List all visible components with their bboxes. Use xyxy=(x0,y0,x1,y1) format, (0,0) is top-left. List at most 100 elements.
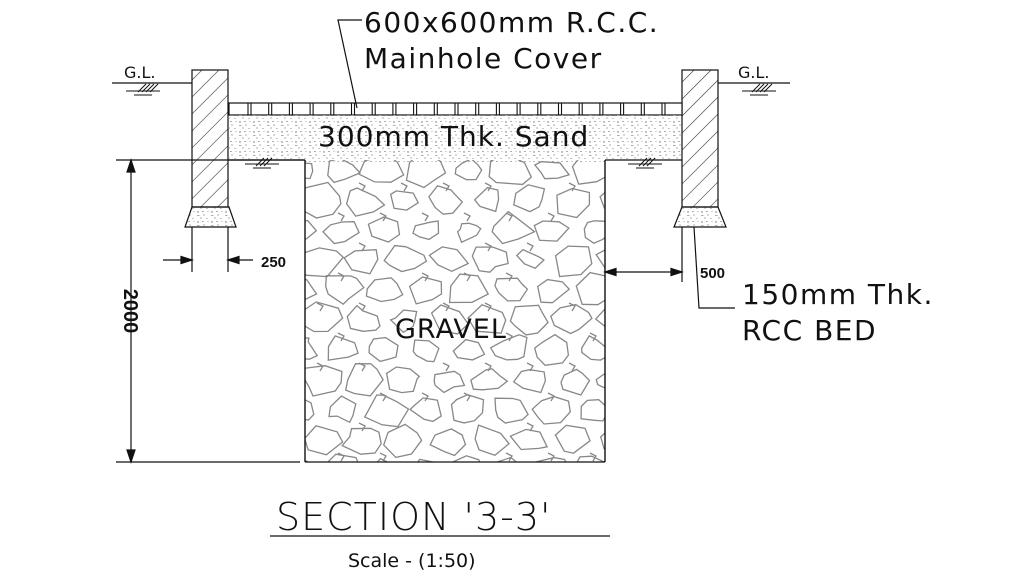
gravel-stone xyxy=(305,278,318,301)
gravel-chip xyxy=(632,393,638,401)
bed-label-line1: 150mm Thk. xyxy=(742,278,934,311)
gravel-stone xyxy=(489,334,528,361)
gravel-chip xyxy=(442,302,450,312)
gravel-chip xyxy=(589,452,597,462)
gravel-stone xyxy=(325,275,365,306)
gravel-chip xyxy=(337,332,345,342)
gravel-chip xyxy=(505,332,513,342)
gravel-chip xyxy=(359,483,365,491)
gravel-stone xyxy=(531,395,571,425)
gravel-chip xyxy=(442,362,450,372)
gravel-chip xyxy=(401,483,407,491)
gravel-chip xyxy=(463,272,471,282)
cover-leader xyxy=(337,19,362,109)
gravel-stone xyxy=(581,335,605,361)
ground-level-label-left: G.L. xyxy=(124,63,155,82)
gravel-stone xyxy=(328,395,357,424)
gravel-stone xyxy=(412,220,440,241)
section-title: SECTION '3-3' xyxy=(276,495,551,539)
gravel-stone xyxy=(428,246,470,273)
gravel-stone xyxy=(417,458,435,462)
ground-level-label-right: G.L. xyxy=(738,63,769,82)
gravel-chip xyxy=(379,452,387,462)
gravel-chip xyxy=(421,272,429,282)
gravel-stone xyxy=(599,191,605,209)
gravel-stone xyxy=(494,277,529,302)
gravel-stone xyxy=(358,160,405,183)
dimension-depth xyxy=(116,158,305,464)
gravel-chip xyxy=(463,212,471,222)
gravel-stone xyxy=(550,303,593,335)
gravel-stone xyxy=(343,249,379,275)
gravel-chip xyxy=(421,392,429,402)
gravel-stone xyxy=(456,222,482,244)
gravel-chip xyxy=(400,182,408,192)
gravel-stone xyxy=(491,210,536,245)
gravel-stone xyxy=(594,307,605,328)
gravel-chip xyxy=(505,212,513,222)
gravel-stone xyxy=(327,160,362,184)
gravel-chip xyxy=(611,183,617,191)
gravel-chip xyxy=(337,272,345,282)
wall-right xyxy=(681,69,719,208)
gravel-stone xyxy=(533,220,570,242)
gravel-chip xyxy=(632,333,638,341)
wall-left xyxy=(191,69,229,208)
bed-leader xyxy=(693,226,735,309)
gravel-chip xyxy=(358,302,366,312)
gravel-chip xyxy=(547,452,555,462)
gravel-stone xyxy=(470,368,509,391)
gravel-stone xyxy=(428,184,464,215)
gravel-stone xyxy=(368,336,399,363)
gravel-stone xyxy=(515,248,545,269)
gravel-stone xyxy=(345,187,386,217)
gravel-stone xyxy=(494,397,529,424)
gravel-stone xyxy=(346,304,381,332)
dimension-offset-label: 500 xyxy=(700,265,725,282)
gravel-chip xyxy=(463,392,471,402)
cover-label-line1: 600x600mm R.C.C. xyxy=(364,6,659,39)
gravel-stone xyxy=(305,247,345,278)
gravel-stone xyxy=(382,423,423,459)
ground-mark-under-sand-left xyxy=(245,157,279,169)
gravel-chip xyxy=(443,483,449,491)
gravel-chip xyxy=(611,423,617,431)
dimension-depth-label: 2000 xyxy=(119,289,141,334)
gravel-chip xyxy=(526,422,534,432)
gravel-stone xyxy=(513,184,546,213)
gravel-stone xyxy=(488,160,533,186)
cover-label-line2: Mainhole Cover xyxy=(364,42,603,75)
gravel-stone xyxy=(326,453,359,462)
scale-label: Scale - (1:50) xyxy=(348,550,476,572)
gravel-stone xyxy=(575,271,605,306)
footing-right xyxy=(673,206,727,228)
gravel-chip xyxy=(442,182,450,192)
gravel-stone xyxy=(536,456,567,462)
gravel-stone xyxy=(533,333,570,366)
gravel-chip xyxy=(358,182,366,192)
gravel-chip xyxy=(316,302,324,312)
gravel-stone xyxy=(430,304,470,335)
gravel-chip xyxy=(484,182,492,192)
gravel-stone xyxy=(580,399,605,422)
gravel-stone xyxy=(341,427,382,455)
dimension-wall xyxy=(163,227,253,272)
gravel-chip xyxy=(611,483,617,491)
dimension-wall-label: 250 xyxy=(261,254,286,271)
gravel-chip xyxy=(337,212,345,222)
sand-label: 300mm Thk. Sand xyxy=(318,120,589,153)
gravel-chip xyxy=(611,363,617,371)
bed-label-line2: RCC BED xyxy=(742,314,877,347)
gravel-stone xyxy=(509,428,549,451)
gravel-stone xyxy=(595,372,605,389)
gravel-stone xyxy=(327,335,359,361)
gravel-stone xyxy=(405,160,447,189)
gravel-stone xyxy=(536,278,571,304)
gravel-chip xyxy=(589,332,597,342)
gravel-chip xyxy=(484,302,492,312)
gravel-chip xyxy=(358,242,366,252)
gravel-stone xyxy=(408,276,443,305)
gravel-pit xyxy=(304,160,638,491)
gravel-stone xyxy=(583,220,605,244)
